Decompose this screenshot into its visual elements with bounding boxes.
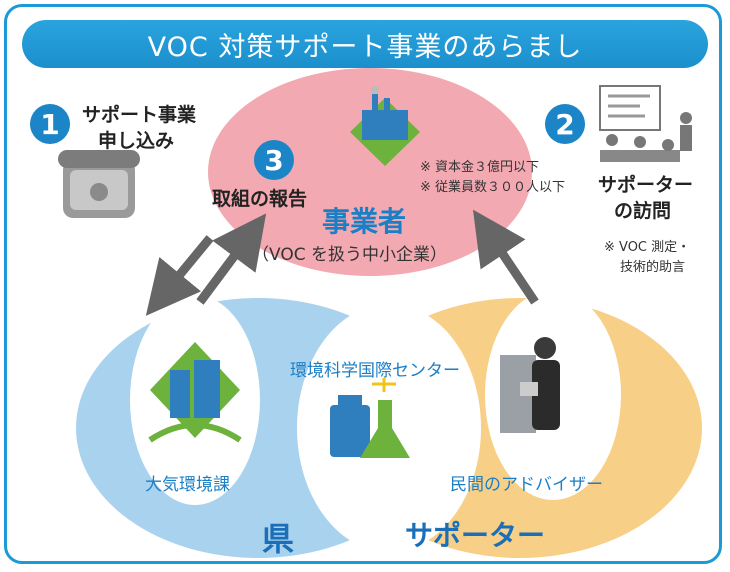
- supporter-label: サポーター: [405, 519, 546, 552]
- building-icon: [148, 342, 242, 443]
- prefecture-sub-label: 大気環境課: [145, 475, 230, 495]
- business-note-employees: ※ 従業員数３００人以下: [420, 180, 566, 195]
- step-3-label: 取組の報告: [212, 188, 308, 210]
- step-3-badge: 3: [254, 140, 294, 180]
- business-note-capital: ※ 資本金３億円以下: [420, 160, 540, 175]
- step-2-note-line2: 技術的助言: [620, 260, 686, 275]
- center-label: 環境科学国際センター: [290, 361, 460, 381]
- step-1-label-line1: サポート事業: [82, 104, 197, 126]
- business-title: 事業者: [322, 205, 407, 238]
- arrow-visit: [472, 209, 539, 305]
- business-subtitle: （VOC を扱う中小企業）: [252, 245, 447, 265]
- businessman-icon: [500, 337, 560, 433]
- supporter-sub-label: 民間のアドバイザー: [450, 475, 603, 495]
- lab-flask-icon: [330, 378, 410, 458]
- factory-icon: [350, 86, 420, 166]
- step-1-badge: 1: [30, 104, 70, 144]
- business-ellipse: [208, 68, 532, 276]
- step-2-label-line1: サポーター: [598, 174, 694, 196]
- arrow-report: [196, 213, 267, 305]
- step-2-badge: 2: [545, 104, 585, 144]
- step-1-label-line2: 申し込み: [98, 130, 175, 152]
- meeting-icon: [599, 85, 692, 162]
- step-2-label-line2: の訪問: [614, 200, 672, 222]
- page-title: VOC 対策サポート事業のあらまし: [22, 20, 708, 68]
- prefecture-label: 県: [262, 520, 295, 558]
- arrow-support-request: [145, 235, 214, 316]
- step-2-note-line1: ※ VOC 測定・: [604, 240, 691, 255]
- phone-icon: [58, 150, 140, 218]
